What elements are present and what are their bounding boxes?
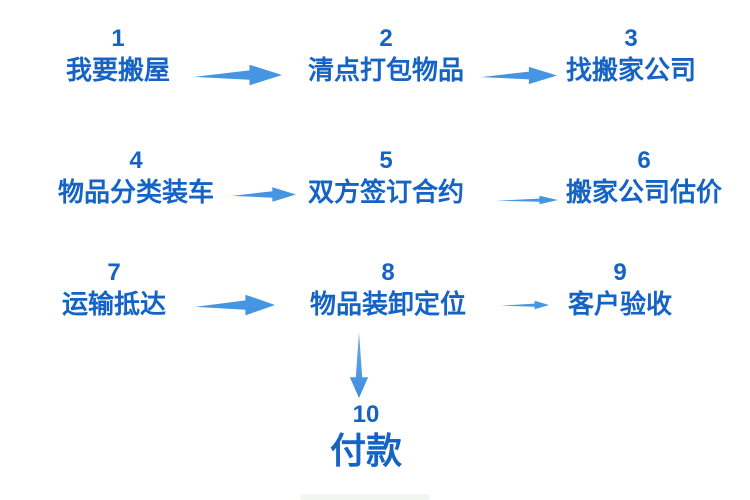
step-7-label: 运输抵达 — [61, 289, 167, 319]
step-5-number: 5 — [379, 147, 393, 174]
step-8-number: 8 — [381, 259, 395, 286]
step-1-label: 我要搬屋 — [65, 55, 171, 85]
arrow-right-icon-step8-step9 — [501, 298, 549, 312]
step-8: 8 物品装卸定位 — [310, 258, 466, 320]
arrow-right-icon-step5-step6 — [496, 193, 558, 207]
arrow-right-icon-step1-step2 — [194, 60, 282, 90]
step-7: 7 运输抵达 — [62, 258, 166, 320]
step-2-label: 清点打包物品 — [307, 55, 465, 85]
step-1: 1 我要搬屋 — [66, 24, 170, 86]
step-10-label: 付款 — [329, 430, 403, 471]
step-9-number: 9 — [613, 259, 627, 286]
step-7-number: 7 — [107, 259, 121, 286]
step-5: 5 双方签订合约 — [308, 146, 464, 208]
step-2-number: 2 — [379, 25, 393, 52]
step-10-number: 10 — [352, 401, 380, 428]
arrow-right-icon-step4-step5 — [232, 184, 296, 205]
step-6: 6 搬家公司估价 — [566, 146, 722, 208]
step-6-label: 搬家公司估价 — [565, 177, 723, 207]
step-1-number: 1 — [111, 25, 125, 52]
step-8-label: 物品装卸定位 — [309, 289, 467, 319]
step-5-label: 双方签订合约 — [307, 177, 465, 207]
step-9: 9 客户验收 — [568, 258, 672, 320]
step-3: 3 找搬家公司 — [566, 24, 696, 86]
step-2: 2 清点打包物品 — [308, 24, 464, 86]
step-3-label: 找搬家公司 — [565, 55, 697, 85]
step-10: 10 付款 — [330, 400, 402, 472]
arrow-down-icon-step8-step10 — [348, 332, 370, 398]
step-4-label: 物品分类装车 — [57, 177, 215, 207]
step-3-number: 3 — [624, 25, 638, 52]
step-4: 4 物品分类装车 — [58, 146, 214, 208]
bottom-cropped-artifact — [300, 494, 430, 500]
arrow-right-icon-step2-step3 — [481, 63, 557, 88]
step-4-number: 4 — [129, 147, 143, 174]
arrow-right-icon-step7-step8 — [195, 290, 275, 320]
step-9-label: 客户验收 — [567, 289, 673, 319]
step-6-number: 6 — [637, 147, 651, 174]
